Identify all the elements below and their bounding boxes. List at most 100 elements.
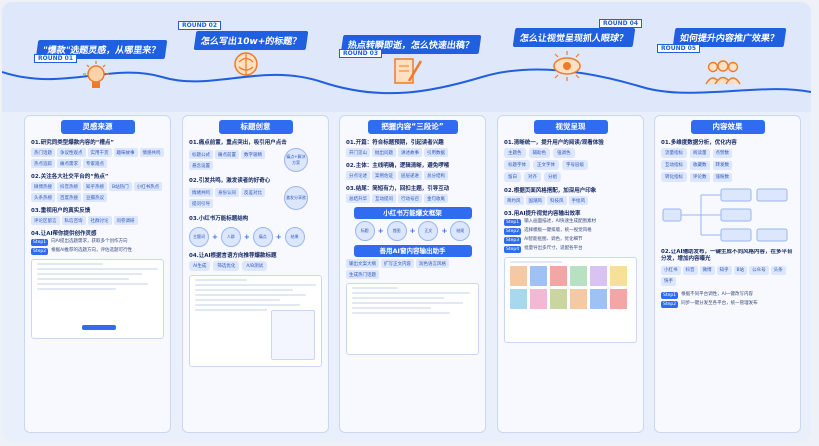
chip-group: 总结升华 互动提问 行动号召 金句收尾 [346, 194, 479, 203]
chip-group: 情绪共鸣 身份认同 反差对比 提问引导 [189, 188, 281, 208]
ai-row: AI生成 筛选优化 A/B测试 [189, 261, 322, 271]
pill: 主题色 [504, 148, 526, 158]
column-title-ideas: 标题创意 01.痛点前置，重点突出，吸引用户点击 标题公式 痛点前置 数字吸睛 … [182, 115, 329, 433]
eye-icon [553, 51, 581, 81]
ai-helper-bar: 善用AI窗内容输出助手 [353, 245, 472, 257]
chip: 分点论述 [346, 171, 370, 180]
chip: 收藏数 [690, 160, 710, 170]
step-tag: Step4 [504, 246, 522, 253]
step-tag: Step1 [504, 219, 522, 226]
chip-group: 简约风 国潮风 科技风 手绘风 [504, 196, 637, 205]
infographic-frame: "爆款"选题灵感，从哪里来？ ROUND 01 怎么写出10w+的标题？ ROU… [2, 2, 811, 442]
chip: B站热门 [109, 182, 132, 191]
chip-row: 情绪共鸣 身份认同 反差对比 提问引导 激发分享欲 [189, 186, 322, 210]
framework-node: 标题 [354, 221, 375, 241]
section-title: 04.让AI根据言语方向推荐爆款标题 [189, 253, 277, 259]
section-title: 02.引发共鸣，激发读者的好奇心 [189, 178, 271, 184]
chip: 百度热搜 [57, 193, 81, 202]
chip: 身份认同 [215, 188, 239, 197]
chip: 微博 [699, 265, 715, 275]
round-badge-2: ROUND 02 [178, 21, 222, 30]
app-screenshot [504, 257, 637, 343]
chip: 润色语言风格 [416, 259, 449, 268]
chip-group: 分点论述 案例佐证 层层递进 总分结构 [346, 171, 479, 180]
step-text: 输入画面描述，AI快速生成配图素材 [524, 219, 597, 224]
chip: 头条热榜 [31, 193, 55, 202]
chip-group: 标题公式 痛点前置 数字吸睛 悬念设置 [189, 150, 281, 170]
chip: 评论数 [690, 172, 710, 182]
section-title: 01.痛点前置，重点突出，吸引用户点击 [189, 140, 287, 146]
chip: 手绘风 [568, 196, 588, 205]
pill: 筛选优化 [213, 261, 240, 271]
route-path [2, 68, 811, 95]
chip: 微博热搜 [31, 182, 55, 191]
metric-row: 转化指标评论数涨粉数 [661, 172, 794, 182]
chip: B站 [733, 265, 748, 275]
chip: 快手 [661, 276, 676, 286]
lightbulb-icon [83, 61, 109, 88]
column-head: 内容效果 [690, 120, 765, 134]
chip: 转发数 [712, 160, 732, 170]
chip-group: 小红书 抖音 微博 知乎 B站 公众号 头条 快手 [661, 265, 794, 286]
round-badge-4: ROUND 04 [599, 19, 643, 28]
column-visual: 视觉呈现 01.清晰统一，提升用户的阅读/观看体验 主题色辅助色强调色 标题字体… [497, 115, 644, 433]
chip-row: 标题公式 痛点前置 数字吸睛 悬念设置 痛点+解决方案 [189, 148, 322, 172]
section-title: 03.结尾：简短有力，回扣主题，引导互动 [346, 186, 450, 192]
section-title: 01.清晰统一，提升用户的阅读/观看体验 [504, 140, 604, 146]
step-text: AI智能抠图、调色，优化细节 [524, 237, 583, 242]
pill: 字号层级 [562, 160, 588, 170]
pill: AI生成 [189, 261, 211, 271]
pill: 留白 [504, 172, 521, 182]
chip: 涨粉数 [712, 172, 732, 182]
visual-row: 主题色辅助色强调色 [504, 148, 637, 158]
step-text: 批量导出多尺寸，适配各平台 [524, 246, 583, 251]
step-text: 根据AI推荐的选题方向，评估选题可行性 [51, 248, 133, 253]
chip: 悬念设置 [189, 161, 213, 170]
step-text: 同步一键分发至各平台，统一管理发布 [681, 300, 758, 306]
column-head: 把握内容“三段论” [367, 120, 458, 134]
chip: 知乎热榜 [83, 182, 107, 191]
step-tag: Step1 [31, 239, 49, 246]
column-head: 视觉呈现 [533, 120, 608, 134]
chip: 热门话题 [31, 148, 55, 157]
formula-node: 结果 [284, 227, 305, 247]
step-tag: Step1 [661, 291, 679, 299]
chip: 抛出问题 [372, 148, 396, 157]
chip: 提问引导 [189, 199, 213, 208]
step-tag: Step2 [661, 300, 679, 308]
pill: 分组 [544, 172, 561, 182]
pill: 转化指标 [661, 172, 687, 182]
section-title: 01.开篇：符合标题预期，引起读者兴趣 [346, 140, 444, 146]
pill: 对齐 [524, 172, 541, 182]
section-title: 01.研究同类型爆款内容的“槽点” [31, 140, 114, 146]
chip: 豆瓣热议 [83, 193, 107, 202]
chip: 争议性观点 [57, 148, 86, 157]
section-title: 03.小红书万能标题结构 [189, 216, 249, 222]
step-text: 根据不同平台调性，AI一键改写内容 [681, 291, 754, 297]
chip: 情绪共鸣 [189, 188, 213, 197]
chip: 总结升华 [346, 194, 370, 203]
chip: 总分结构 [424, 171, 448, 180]
pill: 正文字体 [533, 160, 559, 170]
chip: 数字吸睛 [241, 150, 265, 159]
summary-circle: 痛点+解决方案 [284, 148, 308, 172]
chip: 案例佐证 [372, 171, 396, 180]
chip: 引用数据 [424, 148, 448, 157]
column-head: 标题创意 [218, 120, 293, 134]
chip: 抖音热榜 [57, 182, 81, 191]
analysis-tree [662, 188, 788, 242]
chip: 痛点需求 [57, 159, 81, 168]
framework-node: 正文 [418, 221, 439, 241]
summary-circle: 激发分享欲 [284, 186, 308, 210]
chip: 行动号召 [398, 194, 422, 203]
section-title: 02.根据页面风格搭配，加深用户印象 [504, 188, 597, 194]
section-title: 02.关注各大社交平台的“热点” [31, 174, 109, 180]
pen-paper-icon [394, 58, 423, 84]
metric-row: 互动指标收藏数转发数 [661, 160, 794, 170]
metric-row: 流量指标阅读量点赞数 [661, 148, 794, 158]
section-title: 03.重视用户的真实反馈 [31, 208, 91, 214]
